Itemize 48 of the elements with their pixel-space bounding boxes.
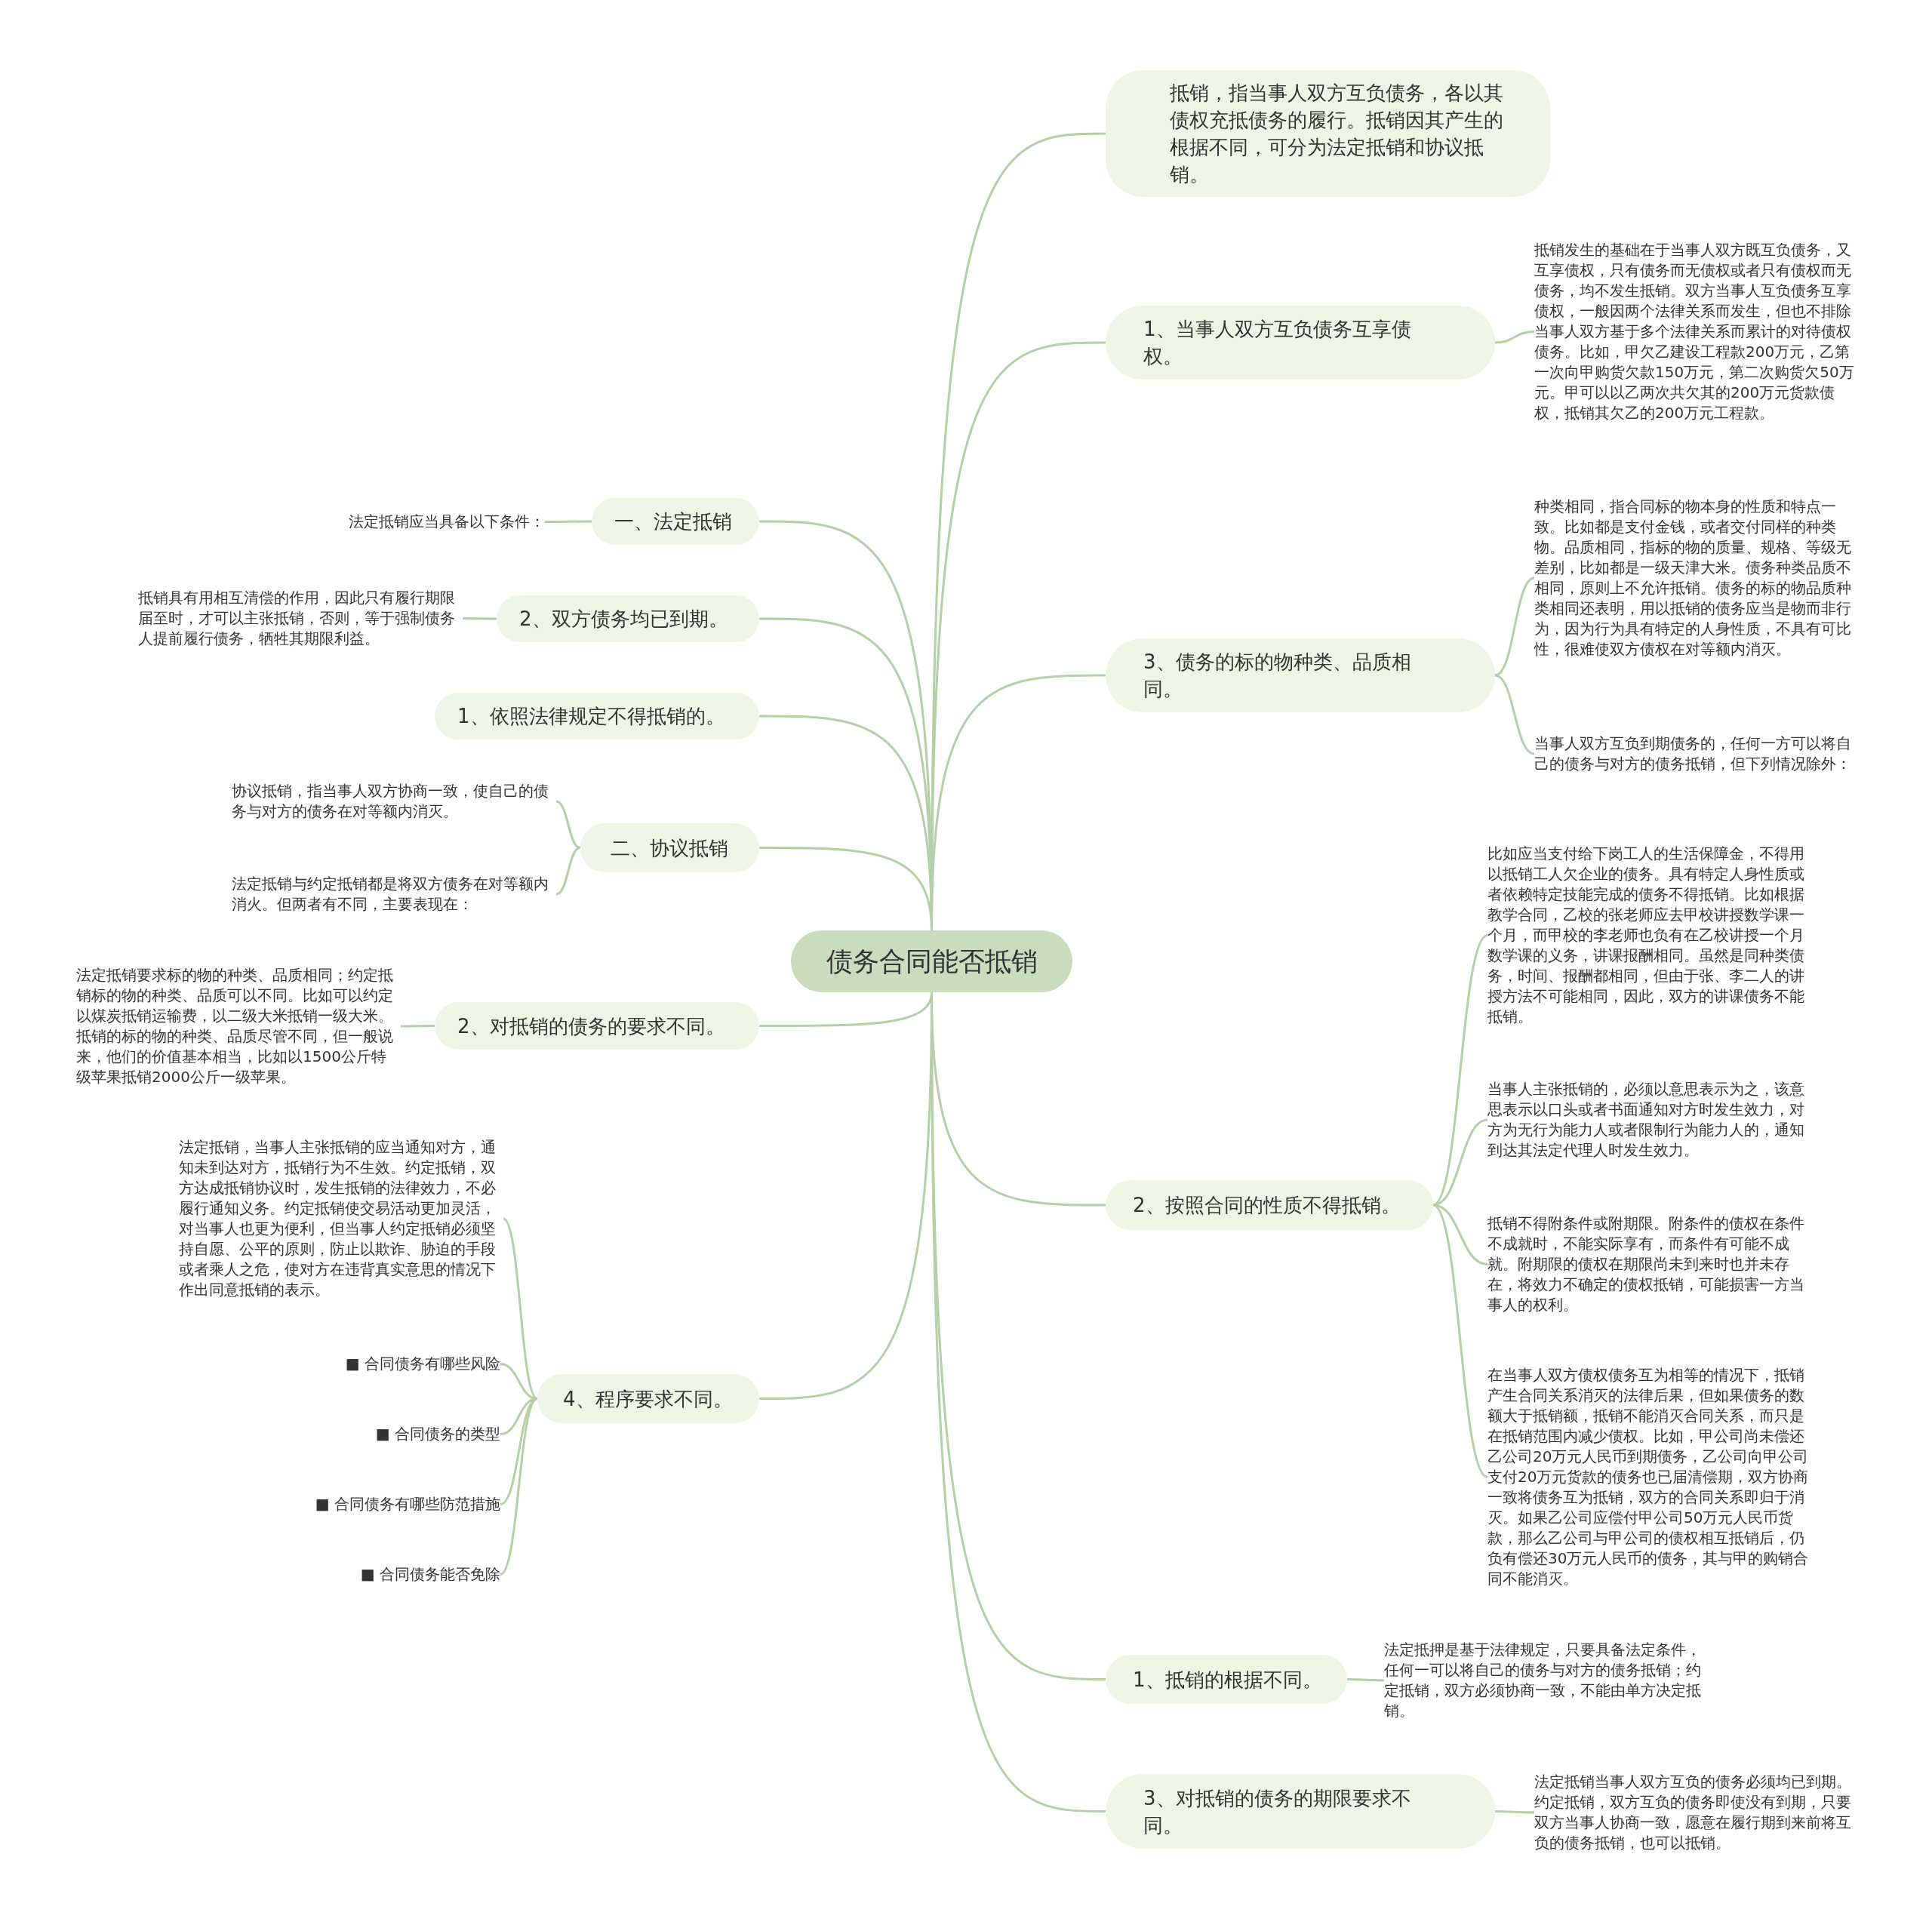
topic-box: 3、债务的标的物种类、品质相同。: [1106, 638, 1495, 712]
connector-line: [401, 1025, 435, 1028]
topic-box: 1、当事人双方互负债务互享债权。: [1106, 306, 1495, 380]
note-text: 法定抵销当事人双方互负的债务必须均已到期。约定抵销，双方互负的债务即使没有到期，只要双方当事人协商一致，愿意在履行期到来前将互负的债务抵销，也可以抵销。: [1534, 1772, 1859, 1853]
note-text: ■ 合同债务有哪些风险: [226, 1354, 500, 1374]
connector-line: [1432, 1204, 1488, 1478]
note-text: ■ 合同债务能否免除: [226, 1564, 500, 1585]
topic-box: 一、法定抵销: [592, 498, 759, 545]
connector-line: [500, 1398, 538, 1505]
note-text: 协议抵销，指当事人双方协商一致，使自己的债务与对方的债务在对等额内消灭。: [232, 781, 556, 822]
connector-line: [1494, 331, 1535, 344]
topic-box: 2、对抵销的债务的要求不同。: [435, 1002, 759, 1050]
connector-line: [1347, 1678, 1384, 1682]
connector-line: [545, 520, 592, 523]
note-text: 法定抵销应当具备以下条件：: [317, 512, 545, 532]
topic-box: 2、按照合同的性质不得抵销。: [1106, 1180, 1433, 1230]
note-text: 在当事人双方债权债务互为相等的情况下，抵销产生合同关系消灭的法律后果，但如果债务的数额大于抵销额，抵销不能消灭合同关系，而只是在抵销范围内减少债权。比如，甲公司尚未偿还乙公司20万元人民币到期债务，乙公司向甲公司支付20万元货款的债务也已届清偿期，双方协商一致将债务互为抵销，双方的合同关系即归于消灭。如果乙公司应偿付甲公司50万元人民币货款，那么乙公司与甲公司的债权相互抵销后，仍负有偿还30万元人民币的债务，其与甲的购销合同不能消灭。: [1487, 1365, 1812, 1589]
note-text: 抵销具有用相互清偿的作用，因此只有履行期限届至时，才可以主张抵销，否则，等于强制债务人提前履行债务，牺牲其期限利益。: [138, 588, 463, 649]
note-text: ■ 合同债务的类型: [226, 1424, 500, 1444]
topic-box: 4、程序要求不同。: [537, 1374, 759, 1423]
note-text: 比如应当支付给下岗工人的生活保障金，不得用以抵销工人欠企业的债务。具有特定人身性质或者依赖特定技能完成的债务不得抵销。比如根据教学合同，乙校的张老师应去甲校讲授数学课一个月，而甲校的李老师也负有在乙校讲授一个月数学课的义务，讲课报酬相同。虽然是同种类债务，时间、报酬都相同，但由于张、李二人的讲授方法不可能相同，因此，双方的讲课债务不能抵销。: [1487, 844, 1812, 1027]
connector-line: [1495, 1810, 1534, 1814]
note-text: 法定抵销要求标的物的种类、品质相同；约定抵销标的物的种类、品质可以不同。比如可以约定以煤炭抵销运输费，以二级大米抵销一级大米。抵销的标的物的种类、品质尽管不同，但一般说来，他们的价值基本相当，比如以1500公斤特级苹果抵销2000公斤一级苹果。: [76, 965, 401, 1087]
note-text: 当事人双方互负到期债务的，任何一方可以将自己的债务与对方的债务抵销，但下列情况除外：: [1534, 733, 1859, 774]
note-text: 抵销发生的基础在于当事人双方既互负债务，又互享债权，只有债务而无债权或者只有债权而无债务，均不发生抵销。双方当事人互负债务互享债权，一般因两个法律关系而发生，但也不排除当事人双方基于多个法律关系而累计的对待债权债务。比如，甲欠乙建设工程款200万元，乙第一次向甲购货欠款150万元，第二次购货欠50万元。甲可以以乙两次共欠其的200万元货款债权，抵销其欠乙的200万元工程款。: [1534, 240, 1859, 423]
topic-box: 1、依照法律规定不得抵销的。: [435, 693, 759, 739]
note-text: 当事人主张抵销的，必须以意思表示为之，该意思表示以口头或者书面通知对方时发生效力，对方为无行为能力人或者限制行为能力人的，通知到达其法定代理人时发生效力。: [1487, 1079, 1812, 1161]
central-topic-box: 债务合同能否抵销: [791, 930, 1072, 992]
connector-line: [1432, 1118, 1488, 1207]
connector-line: [463, 617, 497, 620]
note-text: 法定抵押是基于法律规定，只要具备法定条件，任何一可以将自己的债务与对方的债务抵销；约定抵销，双方必须协商一致，不能由单方决定抵销。: [1384, 1640, 1710, 1721]
connector-line: [503, 1217, 538, 1400]
connector-line: [555, 800, 581, 849]
connector-line: [1494, 674, 1535, 755]
topic-box: 二、协议抵销: [580, 823, 759, 872]
topic-box: 1、抵销的根据不同。: [1106, 1655, 1347, 1704]
note-text: 种类相同，指合同标的物本身的性质和特点一致。比如都是支付金钱，或者交付同样的种类物。品质相同，指标的物的质量、规格、等级无差别，比如都是一级天津大米。债务种类品质不相同，原则上不允许抵销。债务的标的物品质种类相同还表明，用以抵销的债务应当是物而非行为，因为行为具有特定的人身性质，不具有可比性，很难使双方债权在对等额内消灭。: [1534, 497, 1859, 660]
topic-box: 2、双方债务均已到期。: [497, 595, 759, 642]
note-text: ■ 合同债务有哪些防范措施: [226, 1494, 500, 1514]
topic-box: 3、对抵销的债务的期限要求不同。: [1106, 1774, 1495, 1849]
note-text: 抵销不得附条件或附期限。附条件的债权在条件不成就时，不能实际享有，而条件有可能不成就。附期限的债权在期限尚未到来时也并未存在，将效力不确定的债权抵销，可能损害一方当事人的权利。: [1487, 1213, 1812, 1315]
note-text: 法定抵销，当事人主张抵销的应当通知对方，通知未到达对方，抵销行为不生效。约定抵销，双方达成抵销协议时，发生抵销的法律效力，不必履行通知义务。约定抵销使交易活动更加灵活，对当事人也更为便利，但当事人约定抵销必须坚持自愿、公平的原则，防止以欺诈、胁迫的手段或者乘人之危，使对方在违背真实意思的情况下作出同意抵销的表示。: [179, 1137, 503, 1300]
connector-line: [759, 847, 933, 931]
connector-line: [555, 847, 581, 896]
topic-box: 抵销，指当事人双方互负债务，各以其债权充抵债务的履行。抵销因其产生的根据不同，可分为法定抵销和协议抵销。: [1106, 70, 1550, 197]
connector-line: [500, 1398, 538, 1576]
connector-line: [1494, 577, 1535, 677]
note-text: 法定抵销与约定抵销都是将双方债务在对等额内消火。但两者有不同，主要表现在：: [232, 874, 556, 915]
